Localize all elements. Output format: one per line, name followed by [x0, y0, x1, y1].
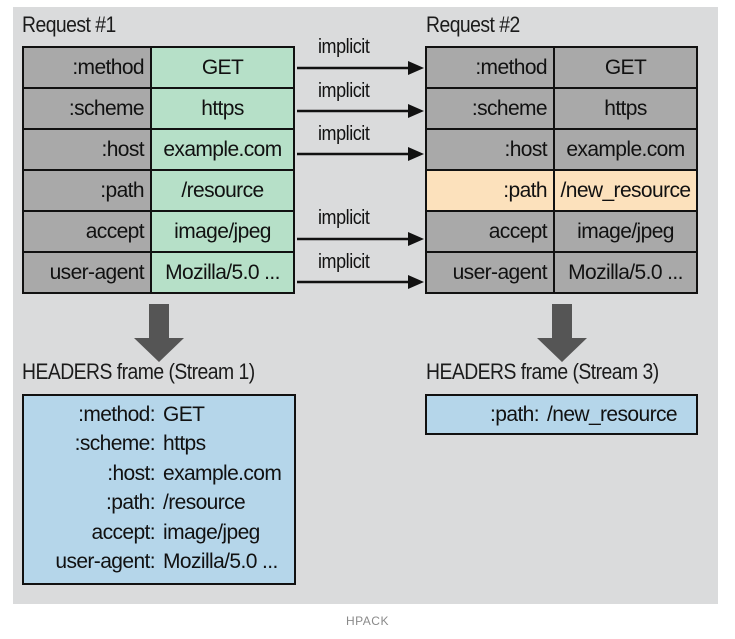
implicit-arrow — [297, 61, 424, 75]
header-value: example.com — [553, 128, 698, 171]
header-value: https — [150, 87, 295, 130]
frame-header-value: GET — [163, 402, 205, 426]
frame-header-value: /new_resource — [547, 402, 678, 426]
down-arrow-icon — [537, 304, 587, 362]
header-name: :scheme — [425, 87, 555, 130]
frame-header-key: accept: — [91, 520, 155, 544]
header-name: :path — [22, 169, 152, 212]
request1-header-table: :method GET :scheme https :host example.… — [22, 46, 295, 294]
frame-header-line: accept: image/jpeg — [24, 518, 294, 548]
frame-header-line: user-agent: Mozilla/5.0 ... — [24, 548, 294, 578]
implicit-arrow — [297, 147, 424, 161]
frame-header-key: :scheme: — [74, 432, 156, 456]
table-row: accept image/jpeg — [425, 210, 698, 253]
frame-header-line: :host: example.com — [24, 459, 294, 489]
implicit-arrow — [297, 275, 424, 289]
table-row: :host example.com — [22, 128, 295, 171]
implicit-label: implicit — [318, 207, 370, 229]
header-name: :scheme — [22, 87, 152, 130]
frame-header-key: user-agent: — [55, 550, 155, 574]
header-name: :path — [425, 169, 555, 212]
down-arrow-icon — [134, 304, 184, 362]
header-value: /new_resource — [553, 169, 698, 212]
request2-title: Request #2 — [426, 12, 520, 37]
implicit-label: implicit — [318, 251, 370, 273]
table-row: user-agent Mozilla/5.0 ... — [425, 251, 698, 294]
table-row: :method GET — [425, 46, 698, 89]
frame-header-line: :method: GET — [24, 400, 294, 430]
header-name: accept — [425, 210, 555, 253]
frame-header-key: :path: — [490, 402, 540, 426]
frame-header-value: Mozilla/5.0 ... — [163, 550, 278, 574]
implicit-label: implicit — [318, 80, 370, 102]
table-row: accept image/jpeg — [22, 210, 295, 253]
headers-frame-stream-3: :path: /new_resource — [425, 394, 698, 435]
frame-header-line: :path: /resource — [24, 489, 294, 519]
table-row: :method GET — [22, 46, 295, 89]
table-row: :path /resource — [22, 169, 295, 212]
request2-header-table: :method GET :scheme https :host example.… — [425, 46, 698, 294]
table-row: :host example.com — [425, 128, 698, 171]
header-name: user-agent — [425, 251, 555, 294]
implicit-label: implicit — [318, 123, 370, 145]
frame-header-line: :scheme: https — [24, 430, 294, 460]
header-value: GET — [150, 46, 295, 89]
header-name: :host — [425, 128, 555, 171]
header-value: /resource — [150, 169, 295, 212]
header-name: :method — [425, 46, 555, 89]
request1-title: Request #1 — [22, 12, 116, 37]
headers-frame-stream-1: :method: GET :scheme: https :host: examp… — [22, 394, 296, 585]
header-value: GET — [553, 46, 698, 89]
header-name: :method — [22, 46, 152, 89]
frame2-title: HEADERS frame (Stream 3) — [426, 359, 659, 384]
figure-caption: HPACK — [346, 614, 389, 628]
frame-header-key: :path: — [106, 491, 156, 515]
implicit-arrow — [297, 232, 424, 246]
header-name: user-agent — [22, 251, 152, 294]
frame-header-value: example.com — [163, 461, 282, 485]
table-row: user-agent Mozilla/5.0 ... — [22, 251, 295, 294]
header-value: image/jpeg — [553, 210, 698, 253]
frame-header-value: image/jpeg — [163, 520, 260, 544]
implicit-arrow — [297, 104, 424, 118]
header-name: :host — [22, 128, 152, 171]
frame-header-key: :host: — [107, 461, 155, 485]
frame-header-key: :method: — [78, 402, 156, 426]
header-value: example.com — [150, 128, 295, 171]
frame-header-line: :path: /new_resource — [427, 400, 696, 430]
header-name: accept — [22, 210, 152, 253]
table-row: :scheme https — [425, 87, 698, 130]
table-row: :scheme https — [22, 87, 295, 130]
header-value: image/jpeg — [150, 210, 295, 253]
changed-table-row: :path /new_resource — [425, 169, 698, 212]
frame-header-value: /resource — [163, 491, 246, 515]
header-value: Mozilla/5.0 ... — [150, 251, 295, 294]
frame-header-value: https — [163, 432, 206, 456]
header-value: https — [553, 87, 698, 130]
header-value: Mozilla/5.0 ... — [553, 251, 698, 294]
frame1-title: HEADERS frame (Stream 1) — [22, 359, 255, 384]
implicit-label: implicit — [318, 36, 370, 58]
